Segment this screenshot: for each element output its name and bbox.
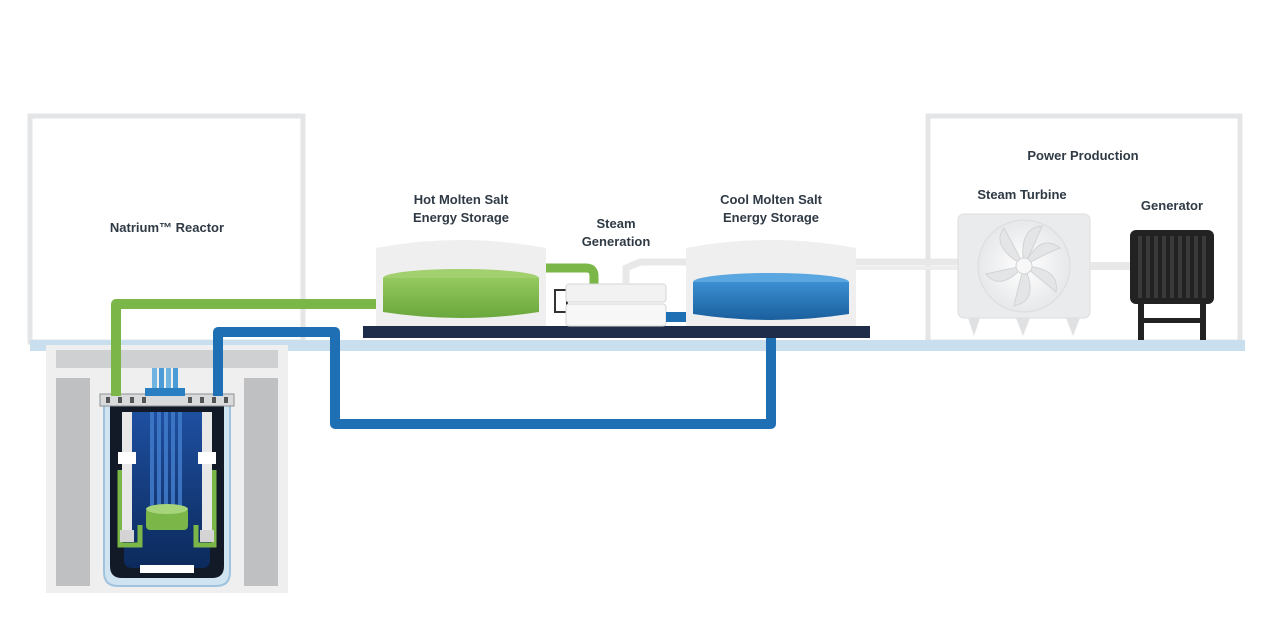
hot-to-steam-pipe: [546, 263, 599, 284]
power-production-label: Power Production: [1027, 148, 1139, 163]
heat-exchanger-right: [198, 412, 216, 542]
cool-storage-label-line1: Cool Molten Salt: [720, 192, 822, 207]
heat-exchanger-left: [118, 412, 136, 542]
shaft: [1090, 262, 1130, 270]
hot-storage-label-line1: Hot Molten Salt: [413, 192, 509, 207]
control-rods: [145, 368, 185, 396]
reactor-label: Natrium™ Reactor: [109, 220, 225, 235]
hot-storage-label-line2: Energy Storage: [412, 210, 510, 225]
storage-platform: [363, 326, 870, 338]
generator-label: Generator: [1140, 198, 1204, 213]
cool-storage-label-line2: Energy Storage: [722, 210, 820, 225]
hot-salt-tank: [376, 240, 546, 326]
steam-turbine: [957, 213, 1091, 336]
pit-wall-left: [56, 378, 90, 586]
steam-turbine-label: Steam Turbine: [977, 187, 1067, 202]
core-rods: [150, 412, 182, 522]
hot-storage-label: Hot Molten Salt Energy Storage: [386, 191, 536, 227]
cool-salt-pipe: [213, 322, 776, 429]
reactor-head-bolts: [106, 397, 228, 403]
steam-generation-label: Steam Generation: [566, 215, 666, 251]
pit-wall-right: [244, 378, 278, 586]
steam-generator: [565, 283, 667, 327]
ground-line: [30, 340, 1245, 351]
steam-to-cool-connector: [666, 312, 686, 322]
cool-storage-label: Cool Molten Salt Energy Storage: [696, 191, 846, 227]
valve-bracket: [554, 289, 568, 313]
vessel-green-loop: [117, 470, 217, 548]
pit-cap: [56, 350, 278, 368]
hot-salt-pipe: [111, 299, 378, 396]
steam-generation-label-line2: Generation: [581, 234, 651, 249]
steam-generation-label-line1: Steam: [596, 216, 636, 231]
core-support-plate: [140, 565, 194, 573]
vessel-green-pump: [146, 508, 188, 530]
cool-salt-tank: [686, 240, 856, 326]
generator: [1130, 230, 1214, 340]
vessel-green-pump-top: [146, 504, 188, 514]
